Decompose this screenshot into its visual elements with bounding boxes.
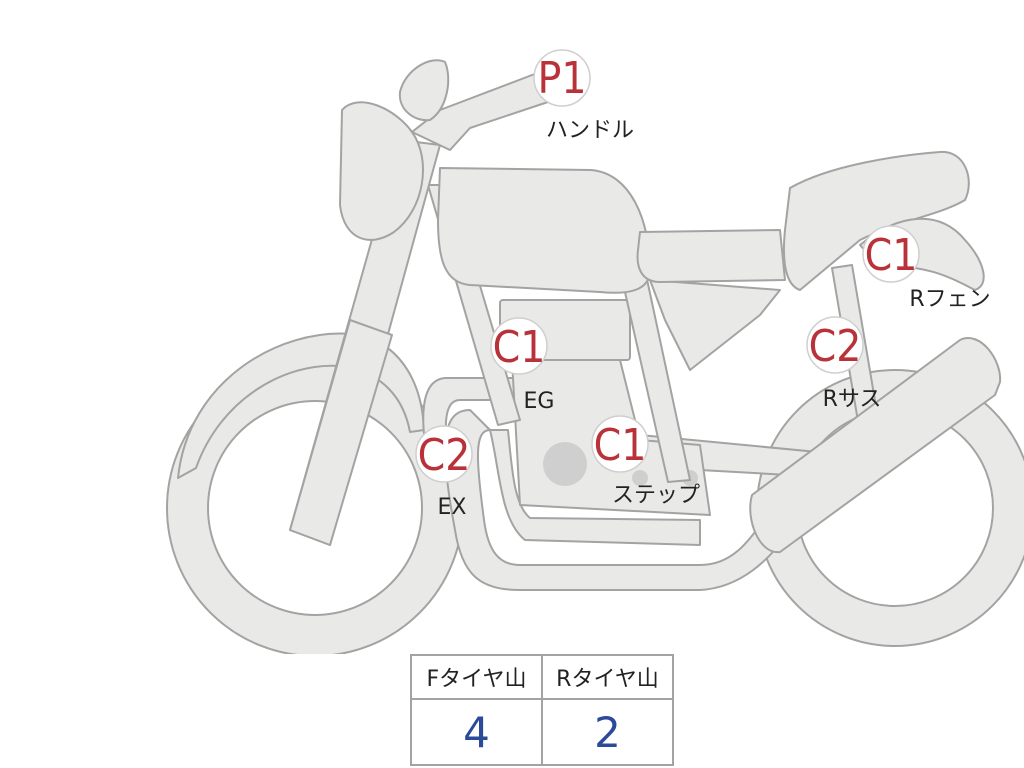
motorcycle-diagram: P1 ハンドル C1 Rフェン C1 EG C2 Rサス C1 ステップ C2 …: [166, 49, 1024, 654]
handlebar-grip: [398, 59, 450, 122]
headlight: [339, 101, 424, 241]
marker-engine[interactable]: C1 EG: [490, 317, 555, 414]
tire-tread-table: Fタイヤ山 Rタイヤ山 4 2: [410, 654, 674, 766]
marker-exhaust[interactable]: C2 EX: [415, 425, 473, 520]
rear-cowl: [782, 150, 970, 291]
exhaust-manifold: [489, 429, 701, 546]
marker-handle-label: ハンドル: [546, 118, 634, 143]
marker-handle-code: P1: [537, 53, 586, 104]
marker-step[interactable]: C1 ステップ: [591, 415, 700, 508]
fuel-tank: [437, 167, 651, 294]
marker-engine-code: C1: [493, 322, 546, 373]
tire-table-value-row: 4 2: [410, 698, 674, 766]
marker-r-suspension-label: Rサス: [823, 387, 882, 412]
marker-exhaust-label: EX: [438, 495, 467, 520]
footpeg-left: [632, 470, 648, 486]
engine-cover: [543, 442, 587, 486]
tire-table-header-row: Fタイヤ山 Rタイヤ山: [410, 654, 674, 700]
rear-tire-header: Rタイヤ山: [541, 654, 674, 700]
side-cover: [649, 279, 781, 371]
rear-tire-value[interactable]: 2: [541, 698, 674, 766]
marker-r-fender[interactable]: C1 Rフェン: [862, 225, 991, 312]
marker-r-fender-code: C1: [865, 230, 918, 281]
muffler: [749, 337, 1002, 554]
marker-r-suspension[interactable]: C2 Rサス: [806, 316, 882, 412]
seat: [636, 229, 786, 283]
marker-step-code: C1: [594, 420, 647, 471]
marker-r-fender-label: Rフェン: [909, 287, 990, 312]
front-tire-value[interactable]: 4: [410, 698, 543, 766]
front-tire-header: Fタイヤ山: [410, 654, 543, 700]
marker-engine-label: EG: [524, 389, 555, 414]
marker-exhaust-code: C2: [418, 430, 471, 481]
marker-step-label: ステップ: [612, 483, 700, 508]
marker-handle[interactable]: P1 ハンドル: [533, 49, 634, 143]
fork-lower: [289, 319, 393, 546]
marker-r-suspension-code: C2: [809, 321, 862, 372]
